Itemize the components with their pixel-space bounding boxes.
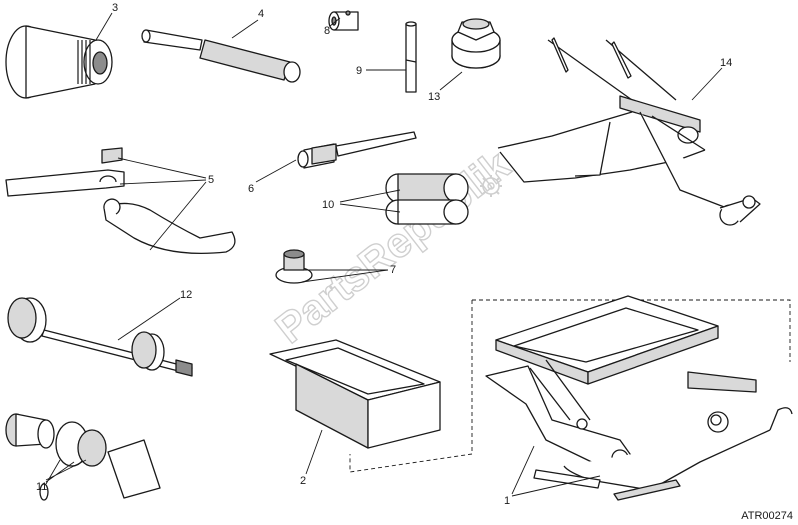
- part-11-puller-set: [5, 413, 161, 501]
- callout-9: 9: [356, 65, 362, 77]
- callout-4: 4: [258, 8, 264, 20]
- leader-lines: [45, 12, 723, 497]
- callout-6: 6: [248, 183, 254, 195]
- reference-code: ATR00274: [741, 510, 793, 522]
- part-3-flanged-adapter: [5, 25, 113, 99]
- callout-8: 8: [324, 25, 330, 37]
- callout-7: 7: [390, 264, 396, 276]
- part-7-fitting: [275, 249, 313, 284]
- part-1-jack-assembly: [349, 295, 793, 501]
- callout-11: 11: [36, 481, 47, 493]
- part-2-tray: [269, 339, 441, 449]
- part-8-pin: [328, 10, 359, 31]
- part-9-rod: [405, 21, 417, 93]
- callout-14: 14: [720, 57, 732, 69]
- callout-1: 1: [504, 495, 510, 507]
- watermark: PartsRepublik: [266, 140, 519, 353]
- part-10-bushings: [385, 173, 469, 225]
- callout-10: 10: [322, 199, 334, 211]
- callout-12: 12: [180, 289, 192, 301]
- part-5-tool: [5, 147, 236, 255]
- callout-5: 5: [208, 174, 214, 186]
- part-6-shaft: [297, 131, 417, 169]
- callout-labels: 3 4 8 9 13 14 5 6 10 7 12 2 11 1: [36, 2, 732, 507]
- watermark-text: PartsRepublik: [267, 141, 519, 352]
- part-14-stand: [497, 37, 761, 226]
- part-4-drift: [141, 29, 301, 83]
- callout-13: 13: [428, 91, 440, 103]
- part-12-shaft-discs: [7, 297, 193, 377]
- part-13-socket: [451, 18, 501, 69]
- callout-3: 3: [112, 2, 118, 14]
- gear-icon: [480, 175, 502, 197]
- callout-2: 2: [300, 475, 306, 487]
